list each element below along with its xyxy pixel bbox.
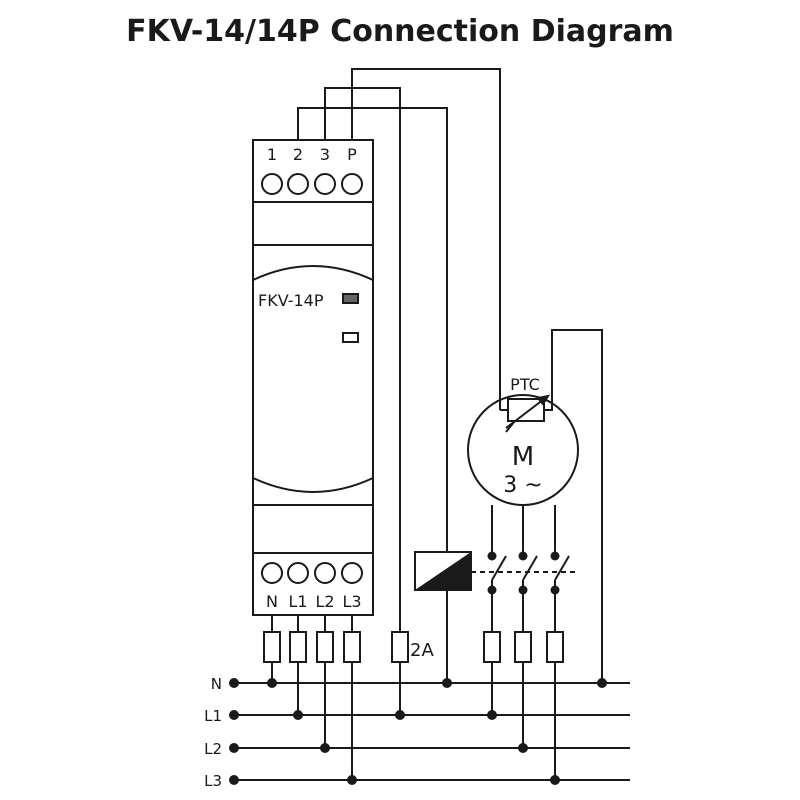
terminal-screw — [287, 173, 309, 195]
motor — [467, 329, 603, 683]
bus-label: N — [211, 675, 222, 693]
bottom-terminal-label: L2 — [315, 592, 334, 611]
fuse — [263, 631, 281, 663]
fuse — [343, 631, 361, 663]
contact-dots — [487, 551, 560, 595]
page-title: FKV-14/14P Connection Diagram — [126, 14, 674, 49]
fuse — [483, 631, 501, 663]
bottom-terminal-label: N — [266, 592, 278, 611]
fuse — [289, 631, 307, 663]
terminal-screw — [341, 562, 363, 584]
terminal-screw — [287, 562, 309, 584]
top-wiring — [297, 68, 501, 683]
contactor-contacts — [471, 505, 578, 590]
status-led — [342, 293, 359, 304]
bus-label: L1 — [204, 707, 222, 725]
fuse — [316, 631, 334, 663]
motor-phase-label: 3 ~ — [503, 473, 542, 498]
terminal-screw — [261, 562, 283, 584]
bus-label: L3 — [204, 772, 222, 790]
relay-device — [252, 139, 374, 616]
motor-symbol: M — [512, 442, 534, 472]
top-terminal-label: P — [347, 145, 357, 164]
status-led — [342, 332, 359, 343]
contactor-coil — [414, 551, 472, 591]
bottom-terminal-label: L1 — [288, 592, 307, 611]
terminal-screw — [341, 173, 363, 195]
top-terminal-label: 3 — [320, 145, 330, 164]
terminal-screw — [261, 173, 283, 195]
bus-label: L2 — [204, 740, 222, 758]
terminal-screw — [314, 173, 336, 195]
fuse — [514, 631, 532, 663]
top-terminal-label: 1 — [267, 145, 277, 164]
top-terminal-label: 2 — [293, 145, 303, 164]
fuses — [263, 590, 564, 780]
fuse-2a — [391, 631, 409, 663]
terminal-screw — [314, 562, 336, 584]
ptc-label: PTC — [510, 375, 540, 394]
bus-terminal-dots — [229, 678, 607, 785]
device-model-label: FKV-14P — [258, 291, 324, 310]
bus-lines — [234, 682, 630, 781]
fuse-rating-label: 2A — [410, 640, 434, 661]
bottom-terminal-label: L3 — [342, 592, 361, 611]
fuse — [546, 631, 564, 663]
